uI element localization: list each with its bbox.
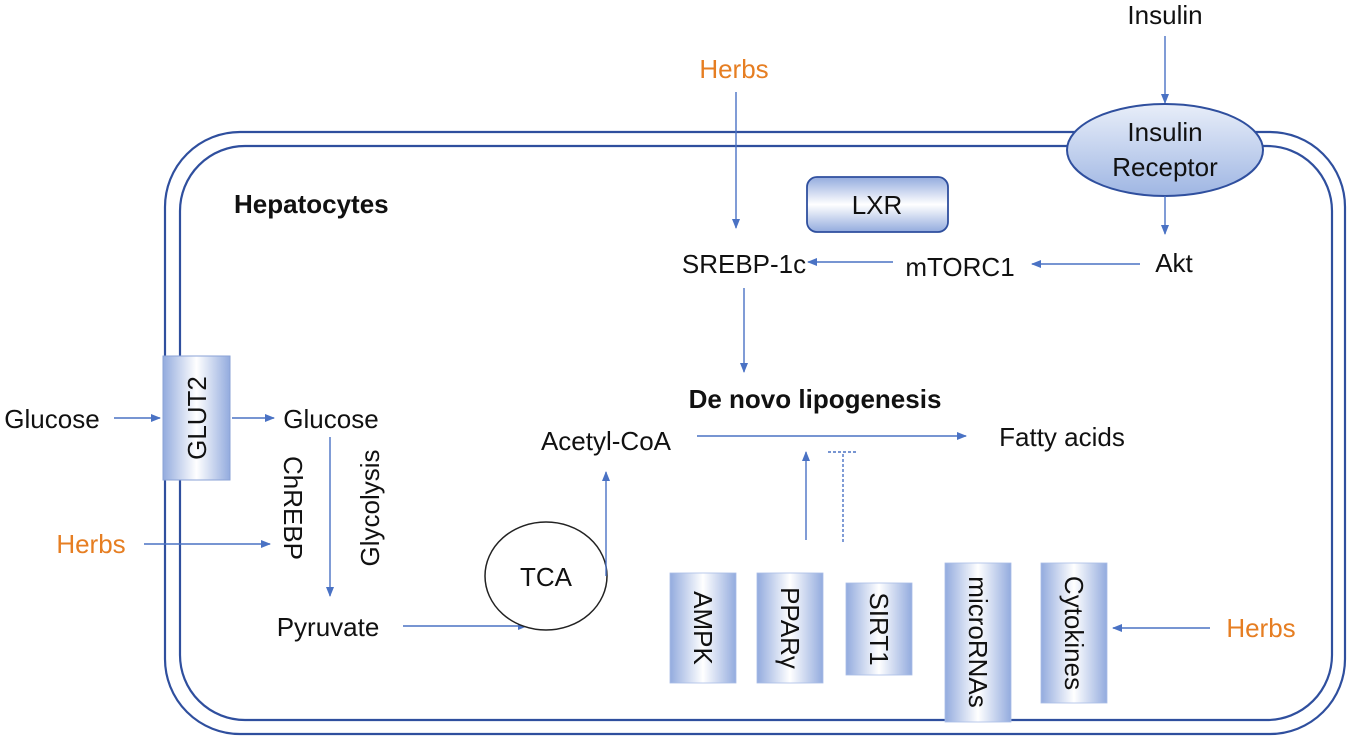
sirt1-box — [845, 582, 913, 676]
mtorc1-label: mTORC1 — [905, 252, 1014, 282]
cytokines-box — [1040, 562, 1108, 704]
glucose-inside-label: Glucose — [283, 404, 378, 434]
pyruvate-label: Pyruvate — [277, 612, 380, 642]
insulin-receptor-label-line2: Receptor — [1112, 152, 1218, 182]
ppar-label: PPARγ — [775, 587, 805, 669]
acetyl-coa-label: Acetyl-CoA — [541, 426, 672, 456]
glycolysis-label: Glycolysis — [355, 449, 385, 566]
lxr-box — [806, 176, 949, 233]
insulin-label: Insulin — [1127, 0, 1202, 30]
ampk-box — [669, 572, 737, 684]
cytokines-label: Cytokines — [1059, 576, 1089, 690]
glut2-label: GLUT2 — [182, 376, 212, 460]
herbs-top-label: Herbs — [699, 54, 768, 84]
de-novo-lipogenesis-label: De novo lipogenesis — [689, 384, 942, 414]
insulin-receptor-label-line1: Insulin — [1127, 117, 1202, 147]
srebp-label: SREBP-1c — [682, 249, 806, 279]
herbs-left-label: Herbs — [56, 529, 125, 559]
tca-circle — [484, 521, 608, 631]
fatty-acids-label: Fatty acids — [999, 422, 1125, 452]
ppar-box — [756, 572, 824, 684]
micrornas-label: microRNAs — [963, 576, 993, 707]
akt-label: Akt — [1155, 248, 1193, 278]
cell-title: Hepatocytes — [234, 189, 389, 219]
micrornas-box — [944, 562, 1012, 723]
sirt1-label: SIRT1 — [864, 592, 894, 665]
tca-label: TCA — [520, 562, 573, 592]
ampk-label: AMPK — [688, 591, 718, 665]
glut2-box — [162, 355, 231, 481]
lxr-label: LXR — [852, 190, 903, 220]
herbs-right-label: Herbs — [1226, 613, 1295, 643]
glucose-outside-label: Glucose — [4, 404, 99, 434]
chrebp-label: ChREBP — [278, 456, 308, 560]
